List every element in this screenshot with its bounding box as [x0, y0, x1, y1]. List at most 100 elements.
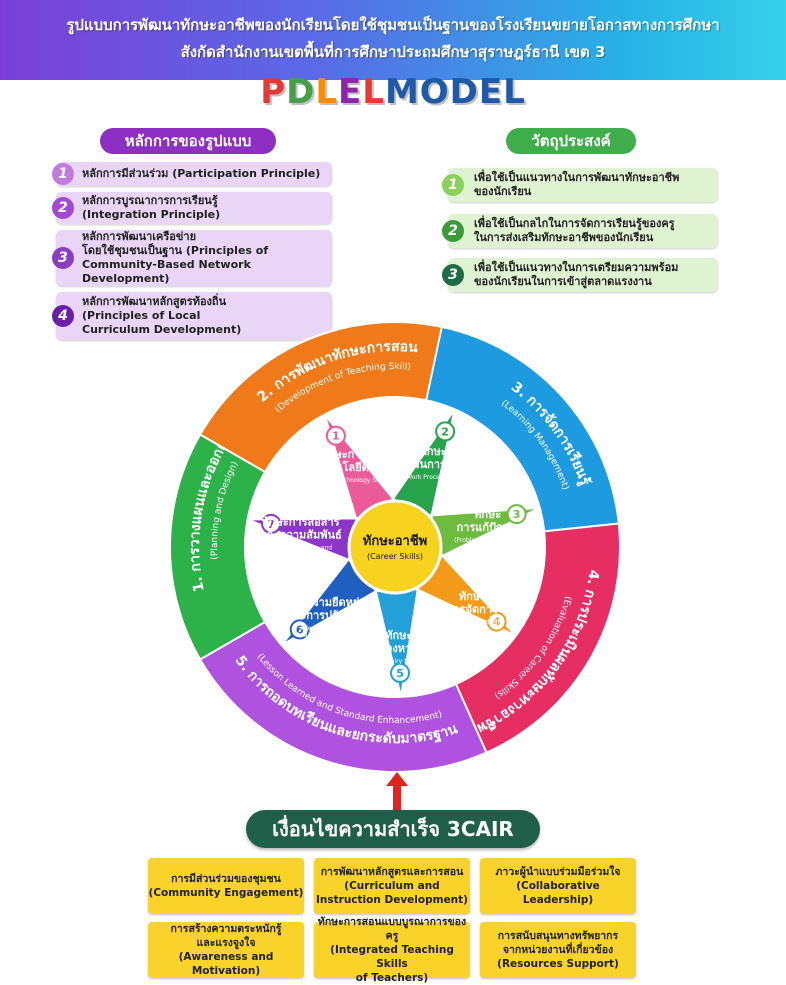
principle-text: Community-Based Network Development): [82, 258, 251, 285]
skill-number: 1: [332, 430, 340, 443]
skill-number: 5: [396, 667, 404, 680]
model-title-letter: L: [362, 72, 385, 112]
objective-text: เพื่อใช้เป็นแนวทางในการพัฒนาทักษะอาชีพ: [474, 171, 680, 184]
principle-text: โดยใช้ชุมชนเป็นฐาน (Principles of: [82, 244, 269, 257]
header-title-line1: รูปแบบการพัฒนาทักษะอาชีพของนักเรียนโดยใช…: [66, 16, 720, 34]
skill-number-badge: [435, 421, 456, 442]
skill-label-en: (Problem Solving Skill): [454, 537, 521, 544]
cair-condition-box: การพัฒนาหลักสูตรและการสอน (Curriculum and…: [314, 858, 470, 914]
objective-text: ของนักเรียนในการเข้าสู่ตลาดแรงงาน: [474, 275, 652, 288]
skill-number: 6: [296, 623, 304, 636]
skill-label-en: (Work Process Skill): [404, 474, 463, 481]
cair-text: ทักษะการสอนแบบบูรณาการของครู: [317, 916, 467, 942]
cair-text: การมีส่วนร่วมของชุมชน: [171, 873, 281, 885]
center-label-en: (Career Skills): [367, 552, 423, 561]
cair-condition-box: ภาวะผู้นำแบบร่วมมือร่วมใจ (Collaborative …: [480, 858, 636, 914]
objective-text: เพื่อใช้เป็นกลไกในการจัดการเรียนรู้ของคร…: [474, 217, 675, 230]
cair-text: ภาวะผู้นำแบบร่วมมือร่วมใจ: [495, 866, 621, 878]
skill-number-badge: [486, 611, 507, 632]
principle-text: (Principles of Local: [82, 309, 201, 322]
objective-text: ในการส่งเสริมทักษะอาชีพของนักเรียน: [474, 231, 654, 244]
objective-text: ของนักเรียน: [474, 185, 532, 198]
skill-label: การแสวงหาความรู้: [354, 642, 444, 656]
cair-text: of Teachers): [355, 972, 429, 984]
skill-number: 7: [267, 518, 275, 531]
objective-number: 2: [442, 220, 464, 242]
cair-text: (Collaborative Leadership): [516, 880, 600, 906]
skill-label-en: (Communication and: [269, 544, 332, 551]
skill-label: ทักษะ: [420, 445, 447, 458]
skill-label-en: (Digital Technology Skill): [313, 477, 387, 484]
skill-number-badge: [390, 662, 411, 683]
cair-condition-box: การสร้างความตระหนักรู้และแรงจูงใจ (Awaren…: [148, 922, 304, 978]
skill-label: กระบวนการทำงาน: [388, 458, 479, 471]
header-banner: รูปแบบการพัฒนาทักษะอาชีพของนักเรียนโดยใช…: [0, 0, 786, 80]
principle-item: 1 หลักการมีส่วนร่วม (Participation Princ…: [52, 162, 332, 186]
cair-condition-box: การมีส่วนร่วมของชุมชน (Community Engageme…: [148, 858, 304, 914]
skill-label: ทักษะความยืดหยุ่น: [278, 596, 367, 610]
skill-label-en: Relationship Skill): [274, 551, 327, 558]
skill-label-en: (Flexibility and: [300, 625, 344, 632]
model-title-letter: E: [338, 72, 363, 112]
skill-label: ทักษะ: [459, 590, 486, 603]
cair-text: และแรงจูงใจ: [196, 937, 256, 949]
principle-number: 3: [52, 247, 74, 269]
skill-number-badge: [325, 425, 346, 446]
cair-text: การพัฒนาหลักสูตรและการสอน: [320, 866, 464, 878]
cair-text: การสนับสนุนทางทรัพยากร: [497, 930, 619, 942]
objective-text: เพื่อใช้เป็นแนวทางในการเตรียมความพร้อม: [474, 261, 679, 274]
principle-item: 2 หลักการบูรณาการการเรียนรู้(Integration…: [52, 192, 332, 224]
objective-item: 3 เพื่อใช้เป็นแนวทางในการเตรียมความพร้อม…: [442, 258, 718, 292]
skill-label: ทักษะ: [385, 629, 412, 642]
principle-number: 2: [52, 197, 74, 219]
cair-text: (Integrated Teaching Skills: [330, 944, 454, 970]
skill-label: และการปรับตัว: [287, 609, 359, 622]
skill-label: การแก้ปัญหา: [457, 521, 519, 534]
principle-text: หลักการพัฒนาเครือข่าย: [82, 230, 197, 243]
skill-label: เทคโนโลยีดิจิทัล: [311, 460, 390, 474]
cair-text: การสร้างความตระหนักรู้: [170, 923, 282, 935]
principle-number: 4: [52, 305, 74, 327]
objective-item: 1 เพื่อใช้เป็นแนวทางในการพัฒนาทักษะอาชีพ…: [442, 168, 718, 202]
cair-condition-box: การสนับสนุนทางทรัพยากรจากหน่วยงานที่เกี่…: [480, 922, 636, 978]
model-title-letter: P: [260, 72, 287, 112]
objective-item: 2 เพื่อใช้เป็นกลไกในการจัดการเรียนรู้ของ…: [442, 214, 718, 248]
skill-number-badge: [289, 619, 310, 640]
cair-text: (Curriculum and: [344, 880, 440, 892]
objective-number: 3: [442, 264, 464, 286]
career-skills-center: [347, 499, 443, 595]
process-step-segment: [198, 620, 488, 772]
skill-number: 2: [441, 425, 449, 438]
principles-title: หลักการของรูปแบบ: [100, 128, 276, 154]
skill-label-en: (Management Skill): [443, 619, 501, 626]
principle-text: หลักการมีส่วนร่วม (Participation Princip…: [82, 167, 321, 180]
header-title-line2: สังกัดสำนักงานเขตพื้นที่การศึกษาประถมศึก…: [180, 43, 606, 61]
objectives-title: วัตถุประสงค์: [506, 128, 636, 154]
skill-label: ทักษะการใช้: [321, 447, 380, 461]
skill-number-badge: [261, 513, 282, 534]
cair-title: เงื่อนไขความสำเร็จ 3CAIR: [246, 810, 540, 848]
skill-label-en: Adaptability Skill): [296, 632, 349, 639]
skill-label: และความสัมพันธ์: [260, 528, 342, 541]
skill-label: ทักษะการสื่อสาร: [262, 513, 340, 528]
model-title-letter: L: [315, 72, 339, 112]
principle-number: 1: [52, 163, 74, 185]
principle-text: Curriculum Development): [82, 323, 242, 336]
cair-text: (Community Engagement): [148, 887, 304, 899]
principle-text: หลักการพัฒนาหลักสูตรท้องถิ่น: [82, 295, 227, 308]
skill-label-en: (Inquiry Skill): [379, 658, 419, 665]
pdlel-wheel-diagram: 1. การวางแผนและออกแบบ(Planning and Desig…: [169, 322, 621, 772]
skill-label: การจัดการ: [447, 603, 498, 616]
principle-text: หลักการบูรณาการการเรียนรู้: [82, 194, 218, 207]
center-label: ทักษะอาชีพ: [363, 533, 428, 549]
principle-text: (Integration Principle): [82, 208, 221, 221]
model-title-word: MODEL: [384, 72, 526, 112]
skill-number: 3: [513, 508, 521, 521]
cair-condition-box: ทักษะการสอนแบบบูรณาการของครู(Integrated …: [314, 916, 470, 984]
skill-number-badge: [506, 504, 527, 525]
skill-label: ทักษะ: [474, 508, 501, 521]
objective-number: 1: [442, 174, 464, 196]
cair-text: จากหน่วยงานที่เกี่ยวข้อง: [502, 944, 614, 956]
cair-text: (Awareness and Motivation): [178, 951, 274, 977]
up-arrow-icon: [386, 772, 408, 812]
